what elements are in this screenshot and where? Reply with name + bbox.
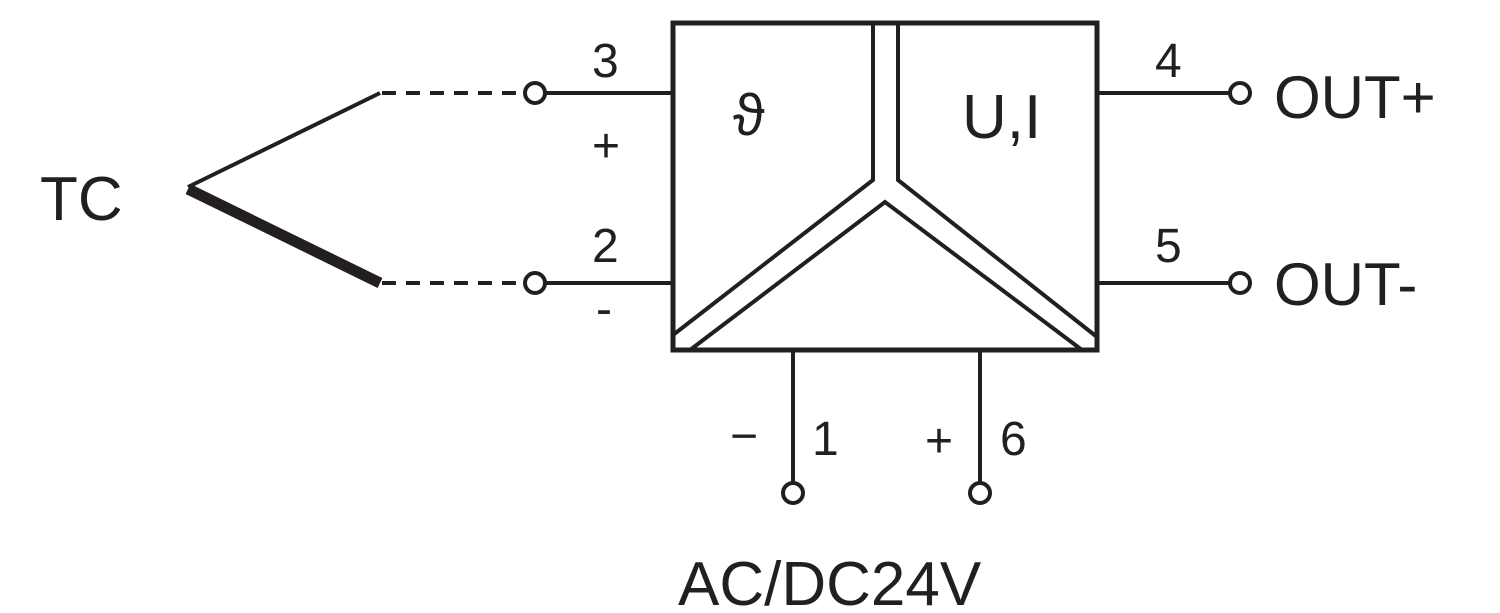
terminal-6-label: 6 (1000, 413, 1027, 466)
terminal-4-label: 4 (1155, 35, 1182, 88)
out-minus-label: OUT- (1274, 251, 1417, 318)
terminal-5-circle (1228, 271, 1252, 295)
terminal-4-circle (1228, 81, 1252, 105)
tc-wire-positive (187, 91, 381, 189)
input-symbol: ϑ (733, 83, 765, 148)
out-plus-label: OUT+ (1274, 64, 1436, 131)
tc-label: TC (40, 165, 123, 234)
plus-input-label: + (592, 120, 620, 173)
terminal-2-label: 2 (592, 220, 619, 273)
terminal-5-label: 5 (1155, 220, 1182, 273)
transmitter-box (670, 20, 1100, 353)
output-symbol: U,I (962, 83, 1041, 152)
terminal-3-circle (523, 81, 547, 105)
terminal-1-label: 1 (812, 413, 839, 466)
terminal-1-circle (781, 481, 805, 505)
divider-left (671, 23, 875, 337)
supply-label: AC/DC24V (678, 550, 982, 613)
terminal-2-circle (523, 271, 547, 295)
minus-input-label: - (596, 283, 612, 336)
supply-plus-label: + (925, 415, 953, 468)
supply-minus-label: − (730, 410, 758, 463)
terminal-6-circle (968, 481, 992, 505)
terminal-3-label: 3 (592, 35, 619, 88)
tc-wire-negative (185, 184, 383, 288)
supply-triangle (688, 199, 1084, 352)
divider-right (896, 23, 1099, 339)
